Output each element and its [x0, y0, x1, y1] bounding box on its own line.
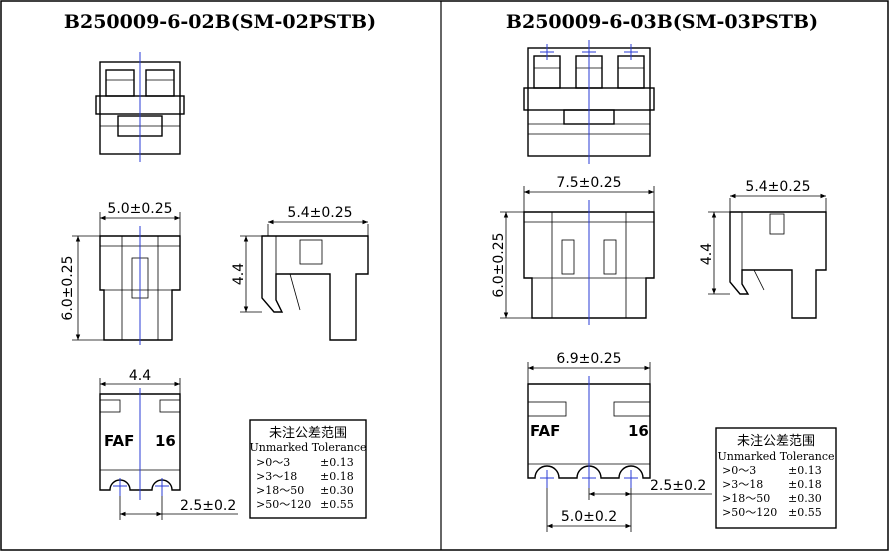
left-mark-left: FAF	[104, 432, 134, 450]
right-tol-range-3: >18～50	[722, 492, 770, 505]
left-tol-range-4: >50～120	[256, 498, 311, 511]
left-tolerance-title: 未注公差范围	[269, 426, 347, 441]
right-tol-value-3: ±0.30	[788, 492, 822, 505]
left-top-view	[95, 52, 185, 162]
left-dim-side-width: 5.4±0.25	[287, 205, 352, 221]
right-top-view	[523, 40, 655, 164]
left-tol-value-2: ±0.18	[320, 470, 354, 483]
right-tol-range-2: >3～18	[722, 478, 763, 491]
left-side-view	[240, 219, 369, 341]
right-dim-side-width: 5.4±0.25	[745, 179, 810, 195]
left-dim-bottom-width: 4.4	[129, 368, 151, 384]
left-dim-top-width: 5.0±0.25	[107, 201, 172, 217]
right-dim-top-width: 7.5±0.25	[556, 175, 621, 191]
right-tolerance-table: 未注公差范围 Unmarked Tolerance >0～3 ±0.13 >3～…	[715, 427, 837, 529]
right-bottom-view	[527, 362, 712, 532]
right-tol-range-4: >50～120	[722, 506, 777, 519]
right-tol-range-1: >0～3	[722, 464, 756, 477]
left-tol-value-4: ±0.55	[320, 498, 354, 511]
left-tol-value-3: ±0.30	[320, 484, 354, 497]
right-side-view	[708, 193, 827, 319]
left-dim-pitch: 2.5±0.2	[180, 498, 236, 514]
right-dim-span: 5.0±0.2	[561, 509, 617, 525]
right-mark-right: 16	[628, 422, 649, 440]
left-tol-range-3: >18～50	[256, 484, 304, 497]
left-front-view	[72, 212, 181, 345]
left-title: B250009-6-02B(SM-02PSTB)	[64, 11, 376, 33]
left-tol-range-1: >0～3	[256, 456, 290, 469]
left-bottom-view	[99, 378, 238, 520]
right-dim-height: 6.0±0.25	[491, 232, 507, 297]
right-tolerance-title: 未注公差范围	[737, 434, 815, 449]
right-dim-side-height: 4.4	[699, 243, 715, 265]
left-dim-height: 6.0±0.25	[60, 255, 76, 320]
left-tolerance-table: 未注公差范围 Unmarked Tolerance >0～3 ±0.13 >3～…	[249, 419, 367, 519]
left-tol-value-1: ±0.13	[320, 456, 354, 469]
right-tolerance-subtitle: Unmarked Tolerance	[717, 450, 834, 463]
right-mark-left: FAF	[530, 422, 560, 440]
right-tol-value-2: ±0.18	[788, 478, 822, 491]
right-tol-value-1: ±0.13	[788, 464, 822, 477]
left-mark-right: 16	[155, 432, 176, 450]
right-dim-bottom-width: 6.9±0.25	[556, 351, 621, 367]
right-front-view	[500, 186, 655, 325]
right-tol-value-4: ±0.55	[788, 506, 822, 519]
right-title: B250009-6-03B(SM-03PSTB)	[506, 11, 818, 33]
left-tol-range-2: >3～18	[256, 470, 297, 483]
left-dim-side-height: 4.4	[231, 263, 247, 285]
right-dim-pitch: 2.5±0.2	[650, 478, 706, 494]
left-tolerance-subtitle: Unmarked Tolerance	[249, 441, 366, 454]
